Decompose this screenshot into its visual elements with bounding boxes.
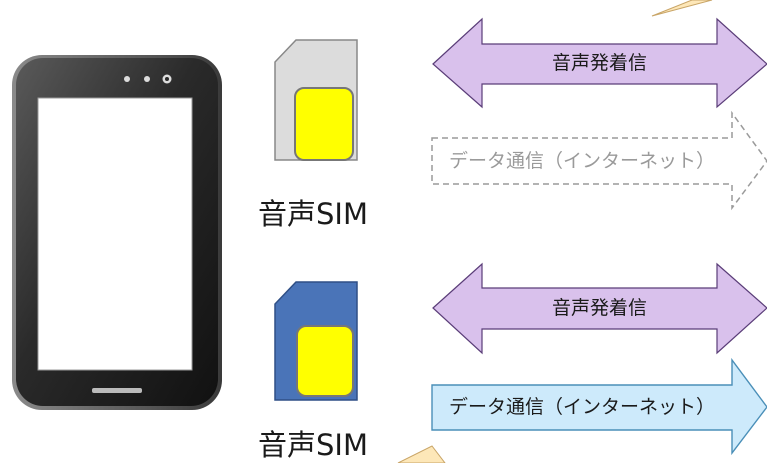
data-arrow-dashed [431,110,767,211]
sim-card-icon [274,281,358,401]
speech-bubble-tail [651,0,713,17]
sim-card-icon [274,39,358,161]
sim-label: 音声SIM [258,428,368,462]
voice-call-arrow [432,262,767,355]
data-arrow [431,357,767,456]
arrow-label: 音声発着信 [551,52,647,74]
voice-call-arrow [432,17,767,109]
arrow-label: データ通信（インターネット） [448,150,715,172]
sim-label: 音声SIM [258,197,368,231]
speech-bubble-tail [397,445,447,464]
arrow-label: データ通信（インターネット） [448,396,715,418]
smartphone-icon [12,55,222,410]
arrow-label: 音声発着信 [551,297,647,319]
